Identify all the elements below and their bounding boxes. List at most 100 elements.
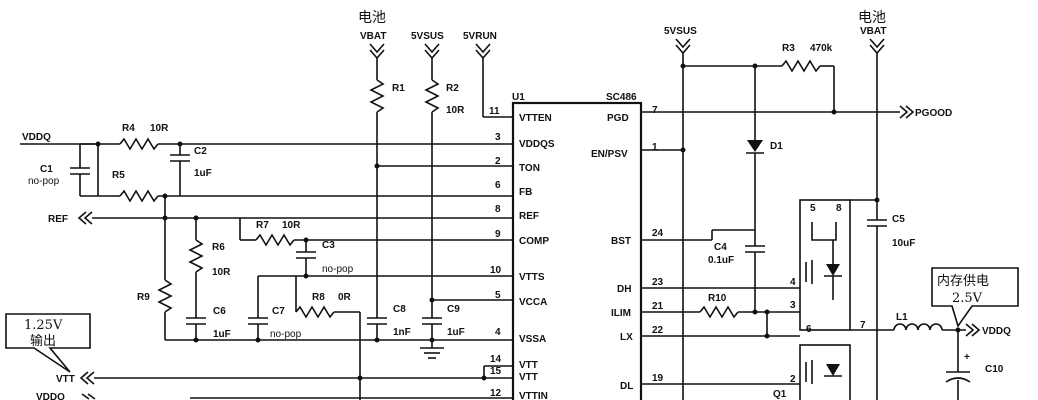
pgood-arrow-icon [899,105,915,119]
d1-diode-icon [747,140,763,152]
l1-inductor [893,323,943,331]
vtt-label: VTT [56,374,75,385]
c10-label: C10 [985,364,1004,375]
l1-label: L1 [896,312,908,323]
r1-label: R1 [392,83,405,94]
mosfet-pin-4: 4 [790,277,796,288]
pin-name-en-psv: EN/PSV [591,149,628,160]
vddq-input-label: VDDQ [22,132,51,143]
r6-resistor [188,239,204,273]
r6-label: R6 [212,242,225,253]
vrun-label: 5VRUN [463,31,497,42]
pin-name-ilim: ILIM [611,308,631,319]
c9-value: 1uF [447,327,465,338]
r4-resistor [119,137,159,151]
mosfet-pin-6: 6 [806,324,812,335]
r10-resistor [699,305,739,319]
c2-value: 1uF [194,168,212,179]
r8-label: R8 [312,292,325,303]
pin-num-9: 9 [495,229,501,240]
r10-label: R10 [708,293,727,304]
pin-name-vtt-15: VTT [519,372,538,383]
c3-label: C3 [322,240,335,251]
vddq-out-arrow-icon [965,323,981,337]
battery-label-left: 电池 [358,10,386,26]
mosfet-pin-3: 3 [790,300,796,311]
pin-name-vtten: VTTEN [519,113,552,124]
c4-value: 0.1uF [708,255,734,266]
ref-label: REF [48,214,68,225]
c4-label: C4 [714,242,727,253]
battery-label-right: 电池 [858,10,886,26]
vsus-right-arrow-icon [675,38,691,55]
pin-num-15: 15 [490,366,502,377]
c7-value: no-pop [270,329,302,340]
vtt-callout-voltage: 1.25V [24,318,63,333]
c10-plus: + [964,352,970,363]
vtt-arrow-icon [79,371,95,385]
r3-resistor [781,59,821,73]
r2-value: 10R [446,105,465,116]
vbat-label-right: VBAT [860,26,886,37]
pin-name-fb: FB [519,187,532,198]
r4-label: R4 [122,123,135,134]
r7-value: 10R [282,220,301,231]
c1-value: no-pop [28,176,60,187]
pin-num-6: 6 [495,180,501,191]
pin-num-23: 23 [652,277,664,288]
pin-num-11: 11 [489,106,500,117]
r7-label: R7 [256,220,269,231]
vrun-arrow-icon [475,43,491,60]
c9-label: C9 [447,304,460,315]
pin-name-dl: DL [620,381,633,392]
vddq-output-label: VDDQ [982,326,1011,337]
ic-left-pins: VTTEN 11 VDDQS 3 TON 2 FB 6 REF 8 COMP 9… [489,106,555,400]
r8-resistor [295,305,335,319]
vtt-callout: 1.25V 输出 [5,313,91,373]
vbat-right-arrow-icon [869,38,885,55]
pin-name-bst: BST [611,236,631,247]
c5-label: C5 [892,214,905,225]
pin-name-vtts: VTTS [519,272,545,283]
pin-num-4: 4 [495,327,501,338]
ground-icon [420,347,444,359]
r6-value: 10R [212,267,231,278]
pin-name-pgd: PGD [607,113,629,124]
r9-resistor [157,279,173,313]
body-diode-bottom-icon [826,364,840,376]
mem-callout-voltage: 2.5V [952,291,983,306]
vddq-bottom-label: VDDQ [36,392,65,400]
pin-num-19: 19 [652,373,664,384]
pin-num-7: 7 [652,105,658,116]
q1-label: Q1 [773,389,787,400]
mosfet-pin-8: 8 [836,203,842,214]
memory-supply-callout: 内存供电 2.5V [931,267,1019,328]
net-7-label: 7 [860,320,866,331]
vsus-label-left: 5VSUS [411,31,444,42]
ic-u1-body [511,101,643,400]
r1-resistor [369,79,385,113]
pin-num-8: 8 [495,204,501,215]
pin-name-vtt-14: VTT [519,360,538,371]
body-diode-top-icon [826,264,840,276]
r2-label: R2 [446,83,459,94]
vsus-left-arrow-icon [424,43,440,60]
mosfet-high-side: 5 8 4 3 6 [790,199,851,335]
pin-num-21: 21 [652,301,664,312]
ic-right-pins: PGD 7 EN/PSV 1 BST 24 DH 23 ILIM 21 LX 2… [591,105,664,392]
ref-arrow-icon [77,211,93,225]
r3-value: 470k [810,43,833,54]
pin-name-comp: COMP [519,236,549,247]
vtt-callout-text: 输出 [30,333,56,349]
pin-num-12: 12 [490,388,502,399]
vsus-label-right: 5VSUS [664,26,697,37]
pin-num-24: 24 [652,228,664,239]
pgood-label: PGOOD [915,108,952,119]
pin-name-vssa: VSSA [519,334,546,345]
pin-name-vcca: VCCA [519,297,547,308]
pin-name-lx: LX [620,332,633,343]
c7-label: C7 [272,306,285,317]
c3-value: no-pop [322,264,354,275]
c6-value: 1uF [213,329,231,340]
ic-part-number: SC486 [606,92,637,103]
